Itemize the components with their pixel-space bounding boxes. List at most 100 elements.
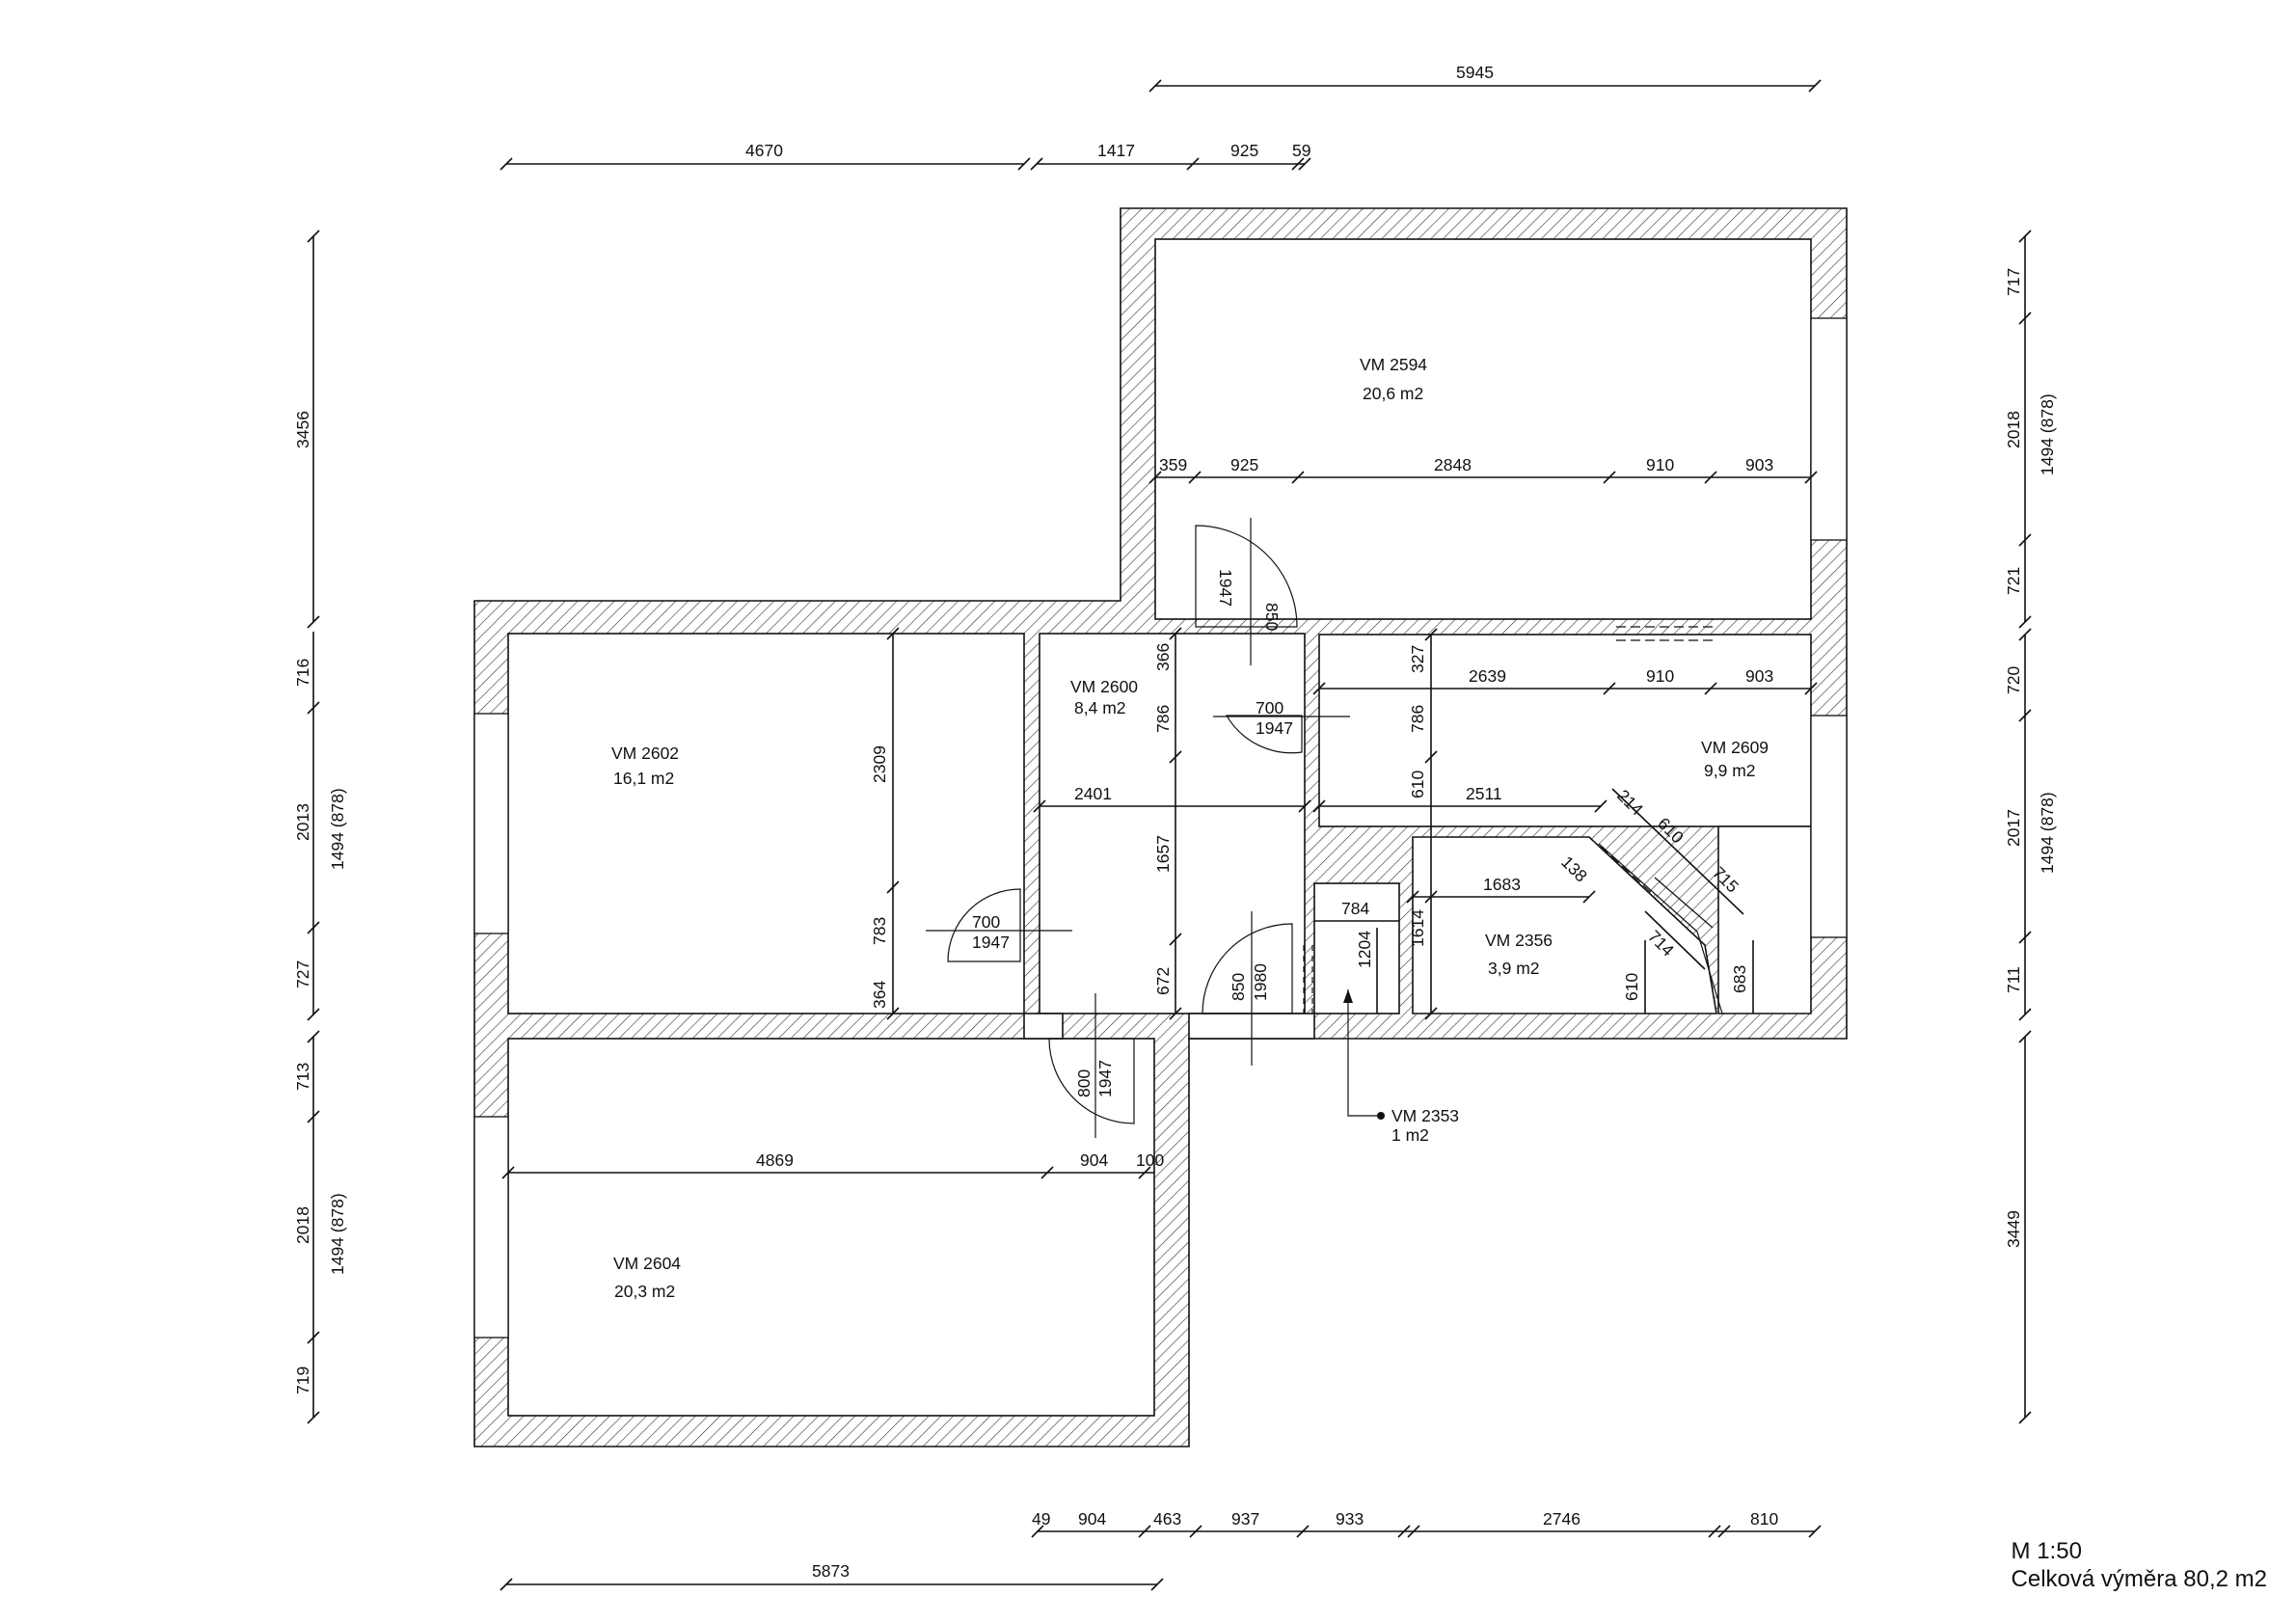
dim-i-903a: 903: [1745, 455, 1773, 474]
dim-i-2639: 2639: [1469, 666, 1506, 686]
dim-i-1614: 1614: [1408, 909, 1427, 947]
room-2609-id: VM 2609: [1701, 738, 1769, 757]
room-2604-interior: [507, 1038, 1155, 1417]
dim-bot-937: 937: [1231, 1509, 1259, 1528]
window-2602: [473, 713, 509, 934]
dim-top-5945: 5945: [1456, 63, 1494, 82]
dim-i-786b: 786: [1408, 705, 1427, 733]
dim-i-2401: 2401: [1074, 784, 1112, 803]
room-2602-area: 16,1 m2: [613, 769, 674, 788]
niche-outline: [1598, 843, 1723, 1014]
dim-i-1683: 1683: [1483, 875, 1521, 894]
dim-top-1417: 1417: [1097, 141, 1135, 160]
dim-top-925: 925: [1230, 141, 1258, 160]
diagonal-niche: [1303, 626, 1723, 1014]
dim-i-359: 359: [1159, 455, 1187, 474]
dim-i-700b: 700: [972, 912, 1000, 932]
windows: [473, 317, 1848, 1339]
dim-top-4670: 4670: [745, 141, 783, 160]
dim-i-1657: 1657: [1153, 835, 1173, 873]
corridor-connector: [1023, 1013, 1064, 1040]
dim-left-1494a: 1494 (878): [328, 788, 347, 870]
room-2353-interior: [1313, 882, 1400, 1014]
dim-i-2848: 2848: [1434, 455, 1472, 474]
dim-i-910a: 910: [1646, 455, 1674, 474]
room-2356-area: 3,9 m2: [1488, 959, 1540, 978]
room-2600-area: 8,4 m2: [1074, 698, 1126, 717]
dim-bot-2746: 2746: [1543, 1509, 1580, 1528]
dim-left-716: 716: [293, 659, 312, 687]
dim-left-3456: 3456: [293, 411, 312, 448]
dim-i-850b: 850: [1229, 973, 1248, 1001]
dim-i-2309: 2309: [870, 745, 889, 783]
room-2594-interior: [1154, 238, 1812, 620]
dimension-ticks: [307, 79, 2032, 1591]
dim-i-783: 783: [870, 917, 889, 945]
dim-i-1204: 1204: [1355, 931, 1374, 968]
dim-bot-810: 810: [1750, 1509, 1778, 1528]
dim-i-850a: 850: [1262, 603, 1282, 631]
door-arc-2604: [1048, 1038, 1135, 1124]
room-2604-area: 20,3 m2: [614, 1282, 675, 1301]
room-2609-interior: [1318, 634, 1812, 827]
total-area-label: Celková výměra 80,2 m2: [2011, 1566, 2267, 1593]
niche-inner: [1654, 877, 1714, 929]
dim-bot-463: 463: [1153, 1509, 1181, 1528]
dim-i-683: 683: [1730, 965, 1749, 993]
dim-left-1494b: 1494 (878): [328, 1193, 347, 1275]
dim-bot-933: 933: [1336, 1509, 1364, 1528]
dim-i-1947a: 1947: [1216, 569, 1235, 607]
dimension-labels: 5945 4670 1417 925 59 3456 716 2013 1494…: [293, 63, 2057, 1581]
dim-left-727: 727: [293, 960, 312, 988]
door-arc-2602: [947, 888, 1021, 962]
room-2600-id: VM 2600: [1070, 677, 1138, 696]
dim-i-672: 672: [1153, 967, 1173, 995]
dim-right-721: 721: [2004, 567, 2023, 595]
room-2353-id: VM 2353: [1391, 1106, 1459, 1125]
dim-i-1947c: 1947: [972, 933, 1010, 952]
window-2604: [473, 1116, 509, 1339]
door-arc-2609: [1225, 715, 1303, 754]
dim-i-1947b: 1947: [1256, 718, 1293, 738]
dim-bot-5873: 5873: [812, 1561, 850, 1581]
room-2609-area: 9,9 m2: [1704, 761, 1756, 780]
door-arc-entry: [1202, 923, 1293, 1014]
dim-top-59: 59: [1292, 141, 1310, 160]
dim-i-800: 800: [1074, 1069, 1094, 1097]
dim-right-717: 717: [2004, 268, 2023, 296]
doors: [926, 518, 1350, 1138]
scale-label: M 1:50: [2011, 1538, 2082, 1565]
leader-2353: [1343, 989, 1385, 1120]
dim-left-2013: 2013: [293, 803, 312, 841]
room-2600-interior: [1039, 633, 1306, 1014]
dim-i-700a: 700: [1256, 698, 1283, 717]
dim-i-327: 327: [1408, 645, 1427, 673]
room-2594-id: VM 2594: [1360, 355, 1427, 374]
dim-left-713: 713: [293, 1063, 312, 1091]
dim-i-784: 784: [1341, 899, 1369, 918]
dim-i-910b: 910: [1646, 666, 1674, 686]
room-2602-interior: [507, 633, 1025, 1014]
door-arc-2594: [1195, 525, 1298, 628]
room-2604-id: VM 2604: [613, 1254, 681, 1273]
dim-i-610c: 610: [1622, 973, 1641, 1001]
room-2609-extension: [1717, 825, 1812, 1014]
dim-i-1980: 1980: [1251, 963, 1270, 1001]
dim-i-904: 904: [1080, 1150, 1108, 1170]
room-2353-area: 1 m2: [1391, 1125, 1429, 1145]
room-labels: VM 2594 20,6 m2 VM 2600 8,4 m2 VM 2602 1…: [611, 355, 1769, 1301]
dim-left-719: 719: [293, 1366, 312, 1394]
dim-i-4869: 4869: [756, 1150, 794, 1170]
dim-right-711: 711: [2004, 966, 2023, 993]
window-2609: [1810, 715, 1848, 938]
dim-i-100: 100: [1136, 1150, 1164, 1170]
dim-i-2511: 2511: [1466, 784, 1502, 803]
dim-right-1494b: 1494 (878): [2038, 792, 2057, 874]
dim-bot-49: 49: [1032, 1509, 1050, 1528]
dim-i-925: 925: [1230, 455, 1258, 474]
dim-bot-904: 904: [1078, 1509, 1106, 1528]
room-2594-area: 20,6 m2: [1363, 384, 1423, 403]
dim-right-3449: 3449: [2004, 1210, 2023, 1248]
room-2356-id: VM 2356: [1485, 931, 1553, 950]
